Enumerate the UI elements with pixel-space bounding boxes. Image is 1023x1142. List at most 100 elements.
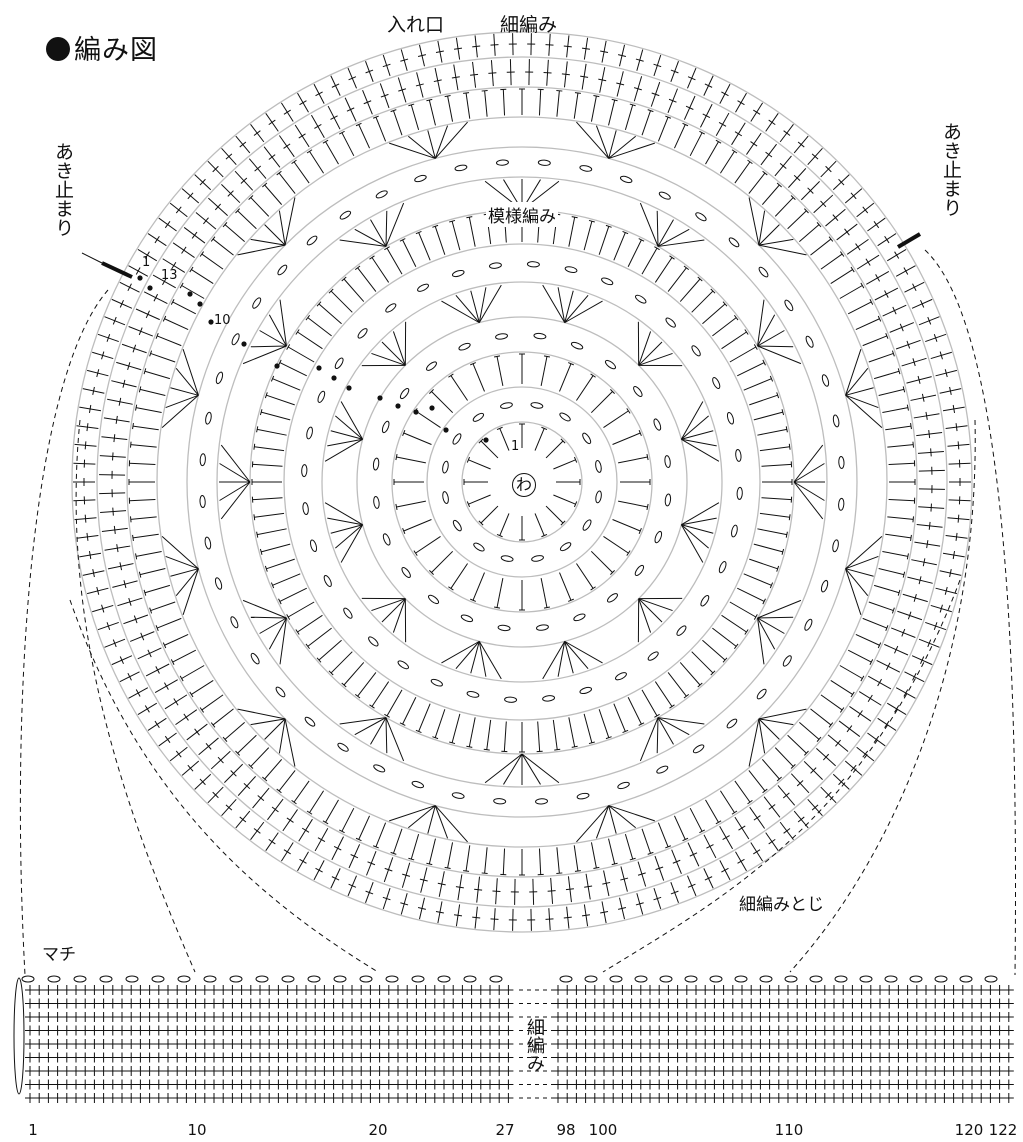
double-crochet-symbol bbox=[191, 680, 213, 694]
chain-stitch-symbol bbox=[565, 266, 578, 274]
double-crochet-symbol bbox=[735, 162, 750, 183]
chain-stitch-symbol bbox=[582, 519, 593, 532]
chain-stitch-symbol bbox=[595, 490, 602, 503]
round-start-dot bbox=[346, 385, 351, 390]
double-crochet-symbol bbox=[319, 640, 342, 660]
fan-stitch-symbol bbox=[251, 617, 287, 618]
double-crochet-symbol bbox=[692, 652, 713, 673]
stitch-top-bar bbox=[426, 863, 432, 864]
double-crochet-symbol bbox=[225, 225, 245, 242]
fan-stitch-symbol bbox=[176, 569, 198, 596]
double-crochet-symbol bbox=[821, 695, 842, 710]
chain-stitch-symbol bbox=[658, 191, 671, 201]
double-crochet-symbol bbox=[887, 517, 913, 519]
double-crochet-symbol bbox=[266, 559, 294, 569]
double-crochet-symbol bbox=[535, 428, 544, 450]
double-crochet-symbol bbox=[628, 240, 641, 267]
chain-stitch-symbol bbox=[559, 541, 572, 552]
fan-stitch-symbol bbox=[846, 556, 879, 568]
single-crochet-bar bbox=[165, 736, 170, 742]
double-crochet-symbol bbox=[131, 517, 157, 519]
single-crochet-bar bbox=[136, 267, 140, 274]
single-crochet-bar bbox=[546, 45, 554, 46]
single-crochet-bar bbox=[582, 48, 590, 49]
stitch-top-bar bbox=[139, 572, 140, 578]
single-crochet-bar bbox=[334, 846, 341, 850]
fan-stitch-symbol bbox=[846, 349, 861, 395]
fan-stitch-symbol bbox=[243, 346, 286, 364]
fan-stitch-symbol bbox=[609, 806, 655, 821]
double-crochet-symbol bbox=[702, 640, 725, 660]
single-crochet-bar bbox=[454, 915, 462, 916]
chain-stitch-symbol bbox=[473, 542, 486, 553]
double-crochet-symbol bbox=[680, 279, 700, 302]
double-crochet-symbol bbox=[539, 849, 540, 875]
double-crochet-symbol bbox=[569, 217, 575, 246]
single-crochet-bar bbox=[452, 77, 460, 78]
single-crochet-bar bbox=[89, 405, 90, 413]
fan-stitch-symbol bbox=[441, 301, 479, 323]
fan-stitch-symbol bbox=[759, 709, 807, 719]
chain-stitch-symbol bbox=[381, 420, 390, 433]
stitch-top-bar bbox=[133, 535, 134, 541]
single-crochet-bar bbox=[798, 817, 804, 822]
double-crochet-symbol bbox=[504, 721, 506, 751]
single-crochet-bar bbox=[284, 850, 291, 854]
page-title: 編み図 bbox=[46, 28, 158, 67]
double-crochet-symbol bbox=[546, 441, 563, 458]
double-crochet-symbol bbox=[261, 544, 290, 552]
single-crochet-bar bbox=[738, 859, 745, 863]
double-crochet-symbol bbox=[485, 847, 487, 873]
fan-stitch-symbol bbox=[389, 143, 435, 158]
double-crochet-symbol bbox=[500, 513, 509, 535]
stitch-top-bar bbox=[466, 746, 472, 747]
round-start-dot bbox=[429, 405, 434, 410]
gusset-top-chain bbox=[960, 976, 972, 982]
single-crochet-bar bbox=[885, 290, 889, 297]
single-crochet-bar bbox=[886, 663, 890, 670]
double-crochet-symbol bbox=[396, 501, 425, 507]
double-crochet-symbol bbox=[618, 501, 647, 507]
double-crochet-symbol bbox=[182, 666, 205, 679]
fan-stitch-symbol bbox=[221, 482, 250, 519]
single-crochet-bar bbox=[174, 698, 178, 705]
double-crochet-symbol bbox=[265, 185, 282, 205]
fan-stitch-symbol bbox=[596, 126, 608, 159]
chain-stitch-symbol bbox=[665, 494, 672, 507]
double-crochet-symbol bbox=[411, 105, 418, 130]
left-opening-stop-label: あき止まり bbox=[52, 142, 74, 237]
double-crochet-symbol bbox=[310, 151, 324, 173]
double-crochet-symbol bbox=[131, 445, 157, 447]
double-crochet-symbol bbox=[288, 347, 314, 362]
gusset-top-chain bbox=[100, 976, 112, 982]
double-crochet-symbol bbox=[788, 735, 807, 753]
double-crochet-symbol bbox=[251, 198, 269, 217]
fan-stitch-symbol bbox=[681, 525, 703, 563]
double-crochet-symbol bbox=[133, 426, 159, 430]
single-crochet-bar bbox=[956, 533, 957, 541]
double-crochet-symbol bbox=[452, 714, 460, 743]
double-crochet-symbol bbox=[879, 569, 904, 575]
chain-stitch-symbol bbox=[357, 327, 369, 339]
single-crochet-bar bbox=[751, 142, 758, 147]
single-crochet-bar bbox=[472, 917, 480, 918]
chain-stitch-symbol bbox=[496, 160, 508, 166]
double-crochet-symbol bbox=[560, 573, 571, 601]
double-crochet-symbol bbox=[553, 460, 575, 469]
single-crochet-bar bbox=[926, 412, 927, 420]
chain-stitch-symbol bbox=[342, 607, 353, 620]
double-crochet-symbol bbox=[416, 536, 441, 553]
chain-stitch-symbol bbox=[452, 792, 465, 799]
chain-stitch-symbol bbox=[452, 519, 463, 532]
gusset-top-chain bbox=[412, 976, 424, 982]
double-crochet-symbol bbox=[481, 441, 498, 458]
double-crochet-symbol bbox=[481, 506, 498, 523]
double-crochet-symbol bbox=[614, 704, 625, 732]
fan-stitch-symbol bbox=[846, 536, 882, 568]
fan-stitch-symbol bbox=[609, 143, 655, 158]
top-single-crochet-label: 細編み bbox=[500, 10, 557, 37]
chain-stitch-symbol bbox=[214, 577, 223, 590]
fan-stitch-symbol bbox=[565, 641, 603, 663]
opening-label: 入れ口 bbox=[387, 10, 444, 37]
fan-stitch-symbol bbox=[749, 719, 759, 767]
